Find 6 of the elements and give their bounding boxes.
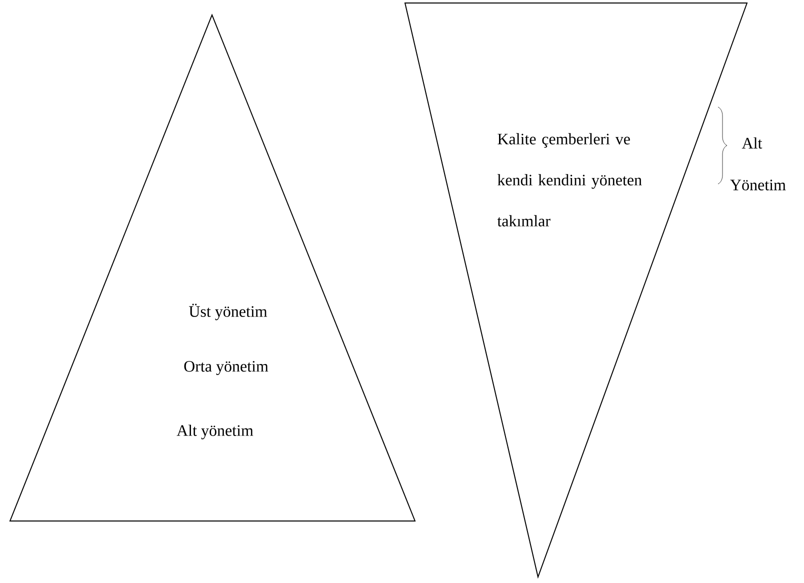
level-label: Üst yönetim	[189, 304, 268, 320]
side-label: Yönetim	[730, 180, 786, 190]
level-label: Orta yönetim	[184, 360, 268, 375]
side-label: Alt	[742, 137, 762, 149]
triangle-text: Kalite çemberleri ve kendi kendini yöneten takımlar	[497, 133, 642, 226]
level-label: Alt yönetim	[176, 424, 254, 440]
